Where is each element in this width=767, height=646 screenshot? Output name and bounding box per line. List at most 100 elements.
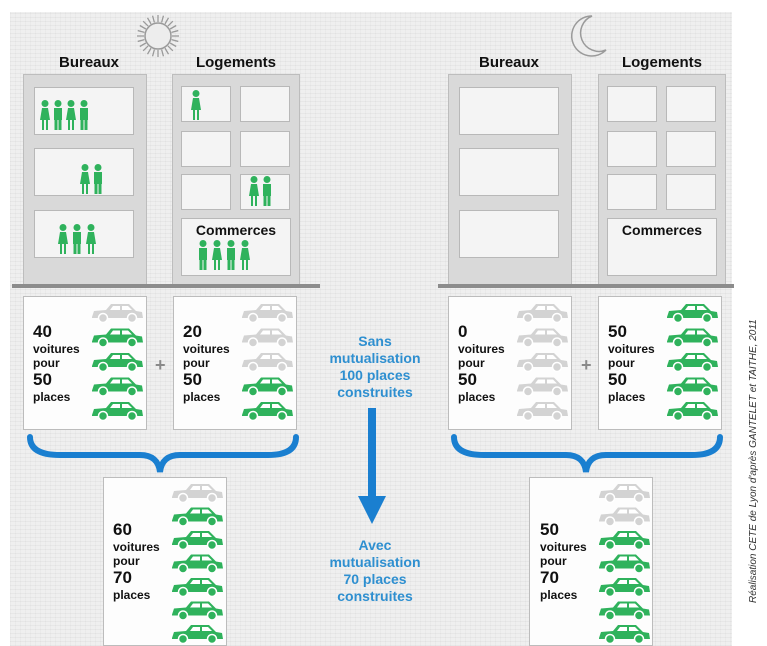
car-count-pour: pour [608, 356, 635, 370]
credit-text: Réalisation CETE de Lyon d'après GANTELE… [748, 319, 759, 603]
car-icon [172, 507, 223, 527]
day-card-shared-text: 60 voitures pour 70 places [113, 520, 160, 602]
car-icon [517, 328, 568, 348]
places-count: 50 [183, 370, 202, 389]
car-count: 60 [113, 520, 132, 539]
day-ground-line [12, 284, 320, 288]
car-count: 20 [183, 322, 202, 341]
person-icon [80, 164, 90, 194]
day-housing-window [181, 174, 231, 210]
label-line: mutualisation [329, 554, 421, 570]
places-count: 50 [33, 370, 52, 389]
places-unit: places [33, 390, 71, 404]
car-count-pour: pour [113, 554, 140, 568]
car-icon [667, 304, 718, 324]
person-icon [80, 100, 88, 130]
car-icon [242, 402, 293, 422]
night-housing-window [607, 86, 657, 122]
day-housing-window [240, 131, 290, 167]
person-icon [199, 240, 207, 270]
person-icon [227, 240, 235, 270]
car-count-unit: voitures [33, 342, 80, 356]
car-count: 50 [608, 322, 627, 341]
car-icon [92, 377, 143, 397]
label-line: Sans [358, 333, 392, 349]
car-icon [92, 402, 143, 422]
day-housing-window [181, 86, 231, 122]
car-icon [92, 353, 143, 373]
night-ground-line [438, 284, 734, 288]
night-card-logements-text: 50 voitures pour 50 places [608, 322, 655, 404]
person-icon [54, 100, 62, 130]
places-unit: places [458, 390, 496, 404]
person-icon [86, 224, 96, 254]
day-card-logements-text: 20 voitures pour 50 places [183, 322, 230, 404]
night-card-shared-text: 50 voitures pour 70 places [540, 520, 587, 602]
car-icon [242, 304, 293, 324]
car-icon [599, 578, 650, 598]
person-icon [249, 176, 259, 206]
person-icon [240, 240, 250, 270]
night-logements-title: Logements [621, 54, 702, 71]
places-unit: places [183, 390, 221, 404]
car-icon [172, 578, 223, 598]
car-icon [667, 377, 718, 397]
car-count-pour: pour [540, 554, 567, 568]
night-plus-sign: + [581, 355, 592, 375]
places-count: 50 [608, 370, 627, 389]
day-housing-window [181, 131, 231, 167]
night-bureaux-title: Bureaux [478, 54, 540, 71]
car-icon [599, 507, 650, 527]
person-icon [191, 90, 201, 120]
person-icon [66, 100, 76, 130]
car-count-pour: pour [33, 356, 60, 370]
night-housing-window [666, 174, 716, 210]
car-icon [667, 328, 718, 348]
night-office-window-1 [459, 87, 559, 135]
moon-icon [570, 15, 607, 57]
night-housing-window [666, 131, 716, 167]
night-housing-window [607, 174, 657, 210]
car-icon [172, 625, 223, 645]
car-count-unit: voitures [183, 342, 230, 356]
label-line: construites [337, 588, 413, 604]
person-icon [40, 100, 50, 130]
day-commerces-window [181, 218, 291, 276]
label-line: 100 places [339, 367, 411, 383]
car-icon [599, 531, 650, 551]
down-arrow [358, 408, 386, 524]
day-housing-window [240, 86, 290, 122]
car-count: 0 [458, 322, 468, 341]
car-icon [242, 328, 293, 348]
car-count-pour: pour [183, 356, 210, 370]
car-count-pour: pour [458, 356, 485, 370]
night-card-bureaux-text: 0 voitures pour 50 places [458, 322, 505, 404]
day-bureaux-title: Bureaux [58, 54, 120, 71]
label-line: Avec [358, 537, 392, 553]
day-plus-sign: + [155, 355, 166, 375]
car-count: 50 [540, 520, 559, 539]
day-logements-title: Logements [195, 54, 276, 71]
night-housing-window [607, 131, 657, 167]
car-count-unit: voitures [458, 342, 505, 356]
person-icon [58, 224, 68, 254]
car-icon [92, 328, 143, 348]
car-count-unit: voitures [608, 342, 655, 356]
car-icon [172, 554, 223, 574]
label-line: construites [337, 384, 413, 400]
night-housing-window [666, 86, 716, 122]
car-icon [242, 353, 293, 373]
car-icon [172, 484, 223, 504]
car-count-unit: voitures [540, 540, 587, 554]
places-unit: places [113, 588, 151, 602]
places-count: 70 [540, 568, 559, 587]
day-commerces-label: Commerces [195, 222, 277, 238]
with-sharing-label: Avec mutualisation 70 places construites [305, 537, 445, 605]
person-icon [263, 176, 271, 206]
places-unit: places [540, 588, 578, 602]
person-icon [73, 224, 81, 254]
car-icon [517, 377, 568, 397]
car-icon [92, 304, 143, 324]
car-icon [599, 484, 650, 504]
